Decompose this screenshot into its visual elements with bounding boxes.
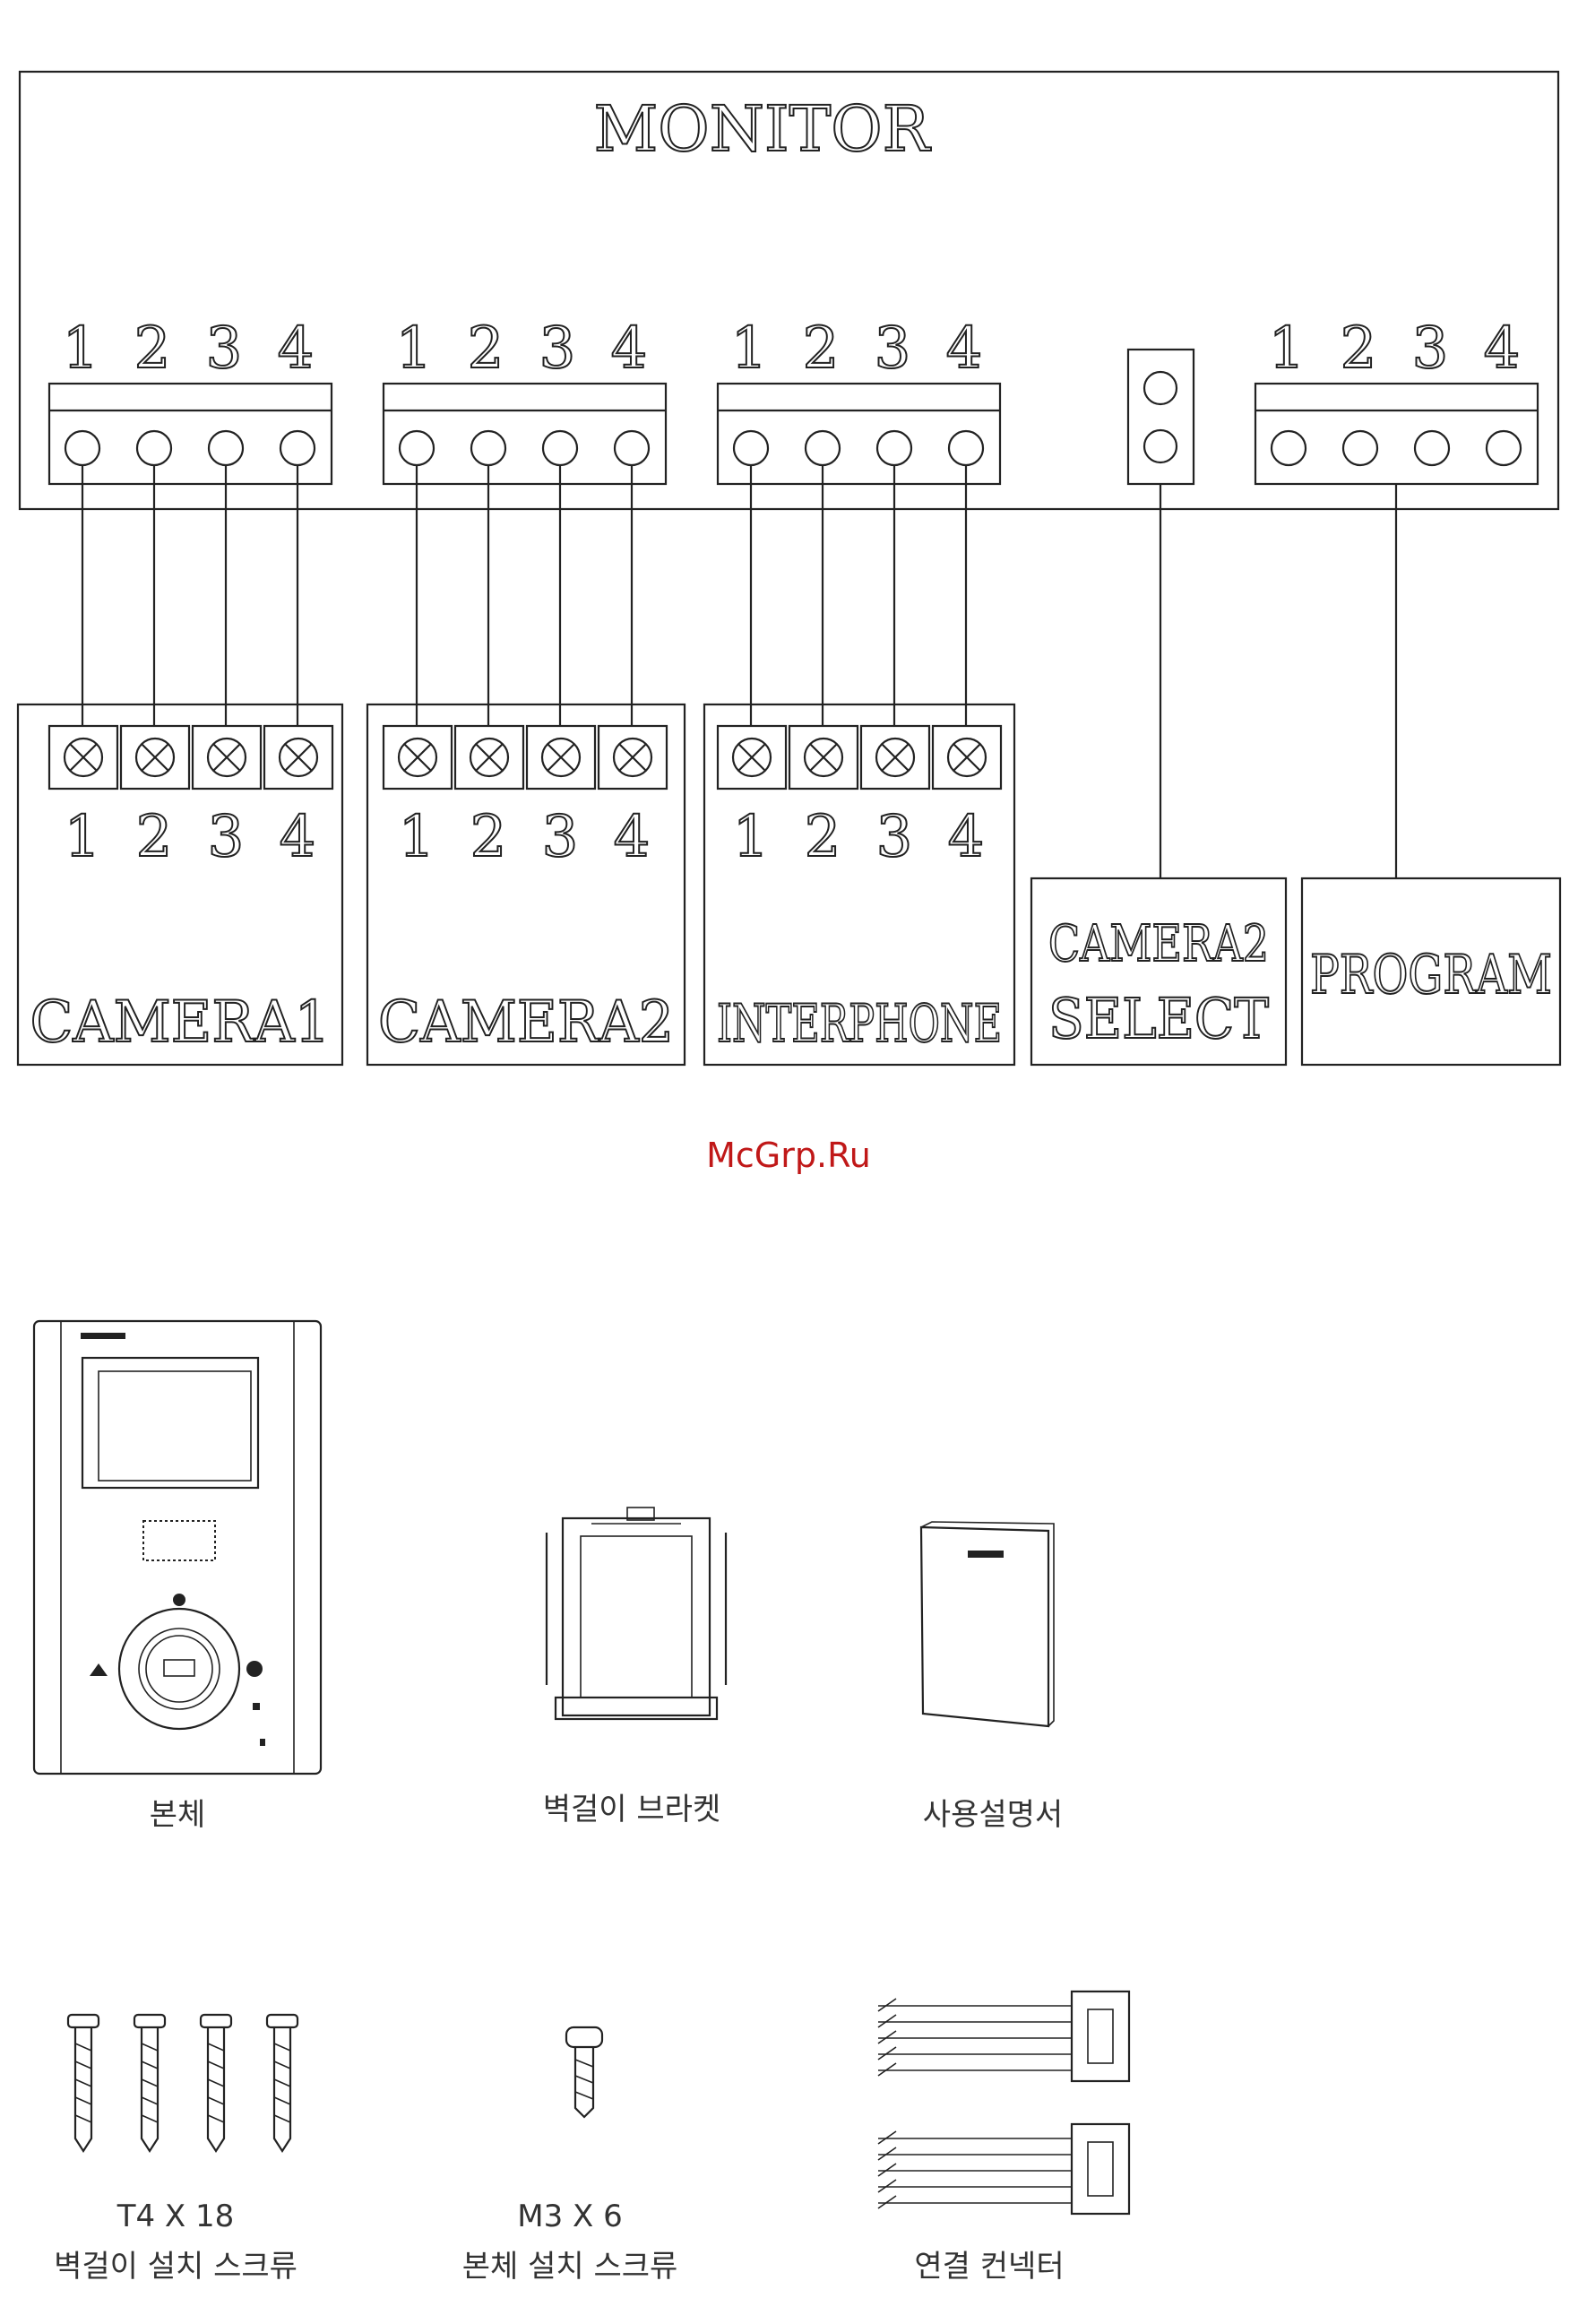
pin-label: 2	[134, 315, 171, 382]
camera2-select-box: CAMERA2 SELECT	[1031, 878, 1286, 1065]
terminal-hole	[1487, 431, 1521, 465]
pin-label: 4	[614, 804, 651, 870]
terminal-hole	[400, 431, 434, 465]
pin-label: 4	[280, 804, 316, 870]
watermark: McGrp.Ru	[706, 1136, 871, 1175]
terminal-hole	[1343, 431, 1377, 465]
pin-label: 1	[1269, 315, 1306, 382]
monitor-terminal-group-2: 1 2 3 4	[384, 315, 666, 484]
pin-label: 1	[733, 804, 770, 870]
terminal-hole	[65, 431, 99, 465]
terminal-hole	[471, 431, 505, 465]
interphone-label: INTERPHONE	[717, 993, 1002, 1054]
pin-label: 2	[470, 804, 507, 870]
monitor-terminal-group-1: 1 2 3 4	[49, 315, 332, 484]
connector-illustration	[878, 1991, 1129, 2214]
terminal-hole	[1144, 430, 1177, 462]
terminal-hole	[949, 431, 983, 465]
pin-label: 3	[208, 804, 245, 870]
terminal-hole	[1144, 372, 1177, 404]
body-screw-spec: M3 X 6	[517, 2199, 623, 2234]
pin-label: 4	[946, 315, 983, 382]
part-connector-label: 연결 컨넥터	[914, 2249, 1064, 2285]
interphone-box: 1 2 3 4 INTERPHONE	[704, 704, 1014, 1065]
pin-label: 4	[278, 315, 315, 382]
part-body-label: 본체	[150, 1797, 206, 1833]
monitor-body-illustration	[34, 1321, 321, 1774]
pin-label: 3	[1412, 315, 1449, 382]
camera1-label: CAMERA1	[30, 989, 331, 1056]
camera1-box: 1 2 3 4 CAMERA1	[18, 704, 342, 1065]
terminal-hole	[806, 431, 840, 465]
part-bracket-label: 벽걸이 브라켓	[543, 1792, 721, 1827]
terminal-hole	[877, 431, 911, 465]
camera2-select-label-line2: SELECT	[1048, 986, 1269, 1051]
terminal-hole	[1415, 431, 1449, 465]
pin-label: 1	[731, 315, 768, 382]
terminal-hole	[1272, 431, 1306, 465]
pin-label: 2	[803, 315, 840, 382]
pin-label: 2	[805, 804, 841, 870]
camera2-select-label-line1: CAMERA2	[1048, 915, 1269, 973]
terminal-hole	[137, 431, 171, 465]
pin-label: 1	[396, 315, 433, 382]
body-screw-illustration	[566, 2027, 602, 2117]
monitor-title: MONITOR	[594, 92, 932, 166]
part-manual-label: 사용설명서	[923, 1797, 1063, 1833]
terminal-hole	[209, 431, 243, 465]
body-screw-name: 본체 설치 스크류	[462, 2249, 678, 2285]
monitor-terminal-group-3: 1 2 3 4	[718, 315, 1000, 484]
terminal-hole	[280, 431, 315, 465]
pin-label: 4	[1484, 315, 1521, 382]
program-box: PROGRAM	[1302, 878, 1560, 1065]
program-label: PROGRAM	[1310, 944, 1552, 1006]
pin-label: 3	[539, 315, 576, 382]
terminal-hole	[734, 431, 768, 465]
wall-bracket-illustration	[547, 1508, 726, 1719]
pin-label: 4	[948, 804, 985, 870]
pin-label: 3	[875, 315, 911, 382]
wall-screws-illustration	[68, 2015, 297, 2151]
pin-label: 3	[206, 315, 243, 382]
pin-label: 3	[542, 804, 579, 870]
pin-label: 2	[136, 804, 173, 870]
pin-label: 2	[1341, 315, 1377, 382]
wall-screw-name: 벽걸이 설치 스크류	[54, 2249, 297, 2285]
wall-screw-spec: T4 X 18	[116, 2199, 235, 2234]
camera2-label: CAMERA2	[378, 989, 674, 1056]
pin-label: 2	[468, 315, 504, 382]
pin-label: 1	[399, 804, 435, 870]
pin-label: 1	[65, 804, 101, 870]
manual-illustration	[921, 1522, 1054, 1726]
terminal-hole	[543, 431, 577, 465]
pin-label: 3	[876, 804, 913, 870]
monitor-terminal-group-4: 1 2 3 4	[1255, 315, 1538, 484]
pin-label: 4	[611, 315, 648, 382]
pin-label: 1	[63, 315, 99, 382]
monitor-select-connector	[1128, 350, 1194, 484]
terminal-hole	[615, 431, 649, 465]
camera2-box: 1 2 3 4 CAMERA2	[367, 704, 685, 1065]
